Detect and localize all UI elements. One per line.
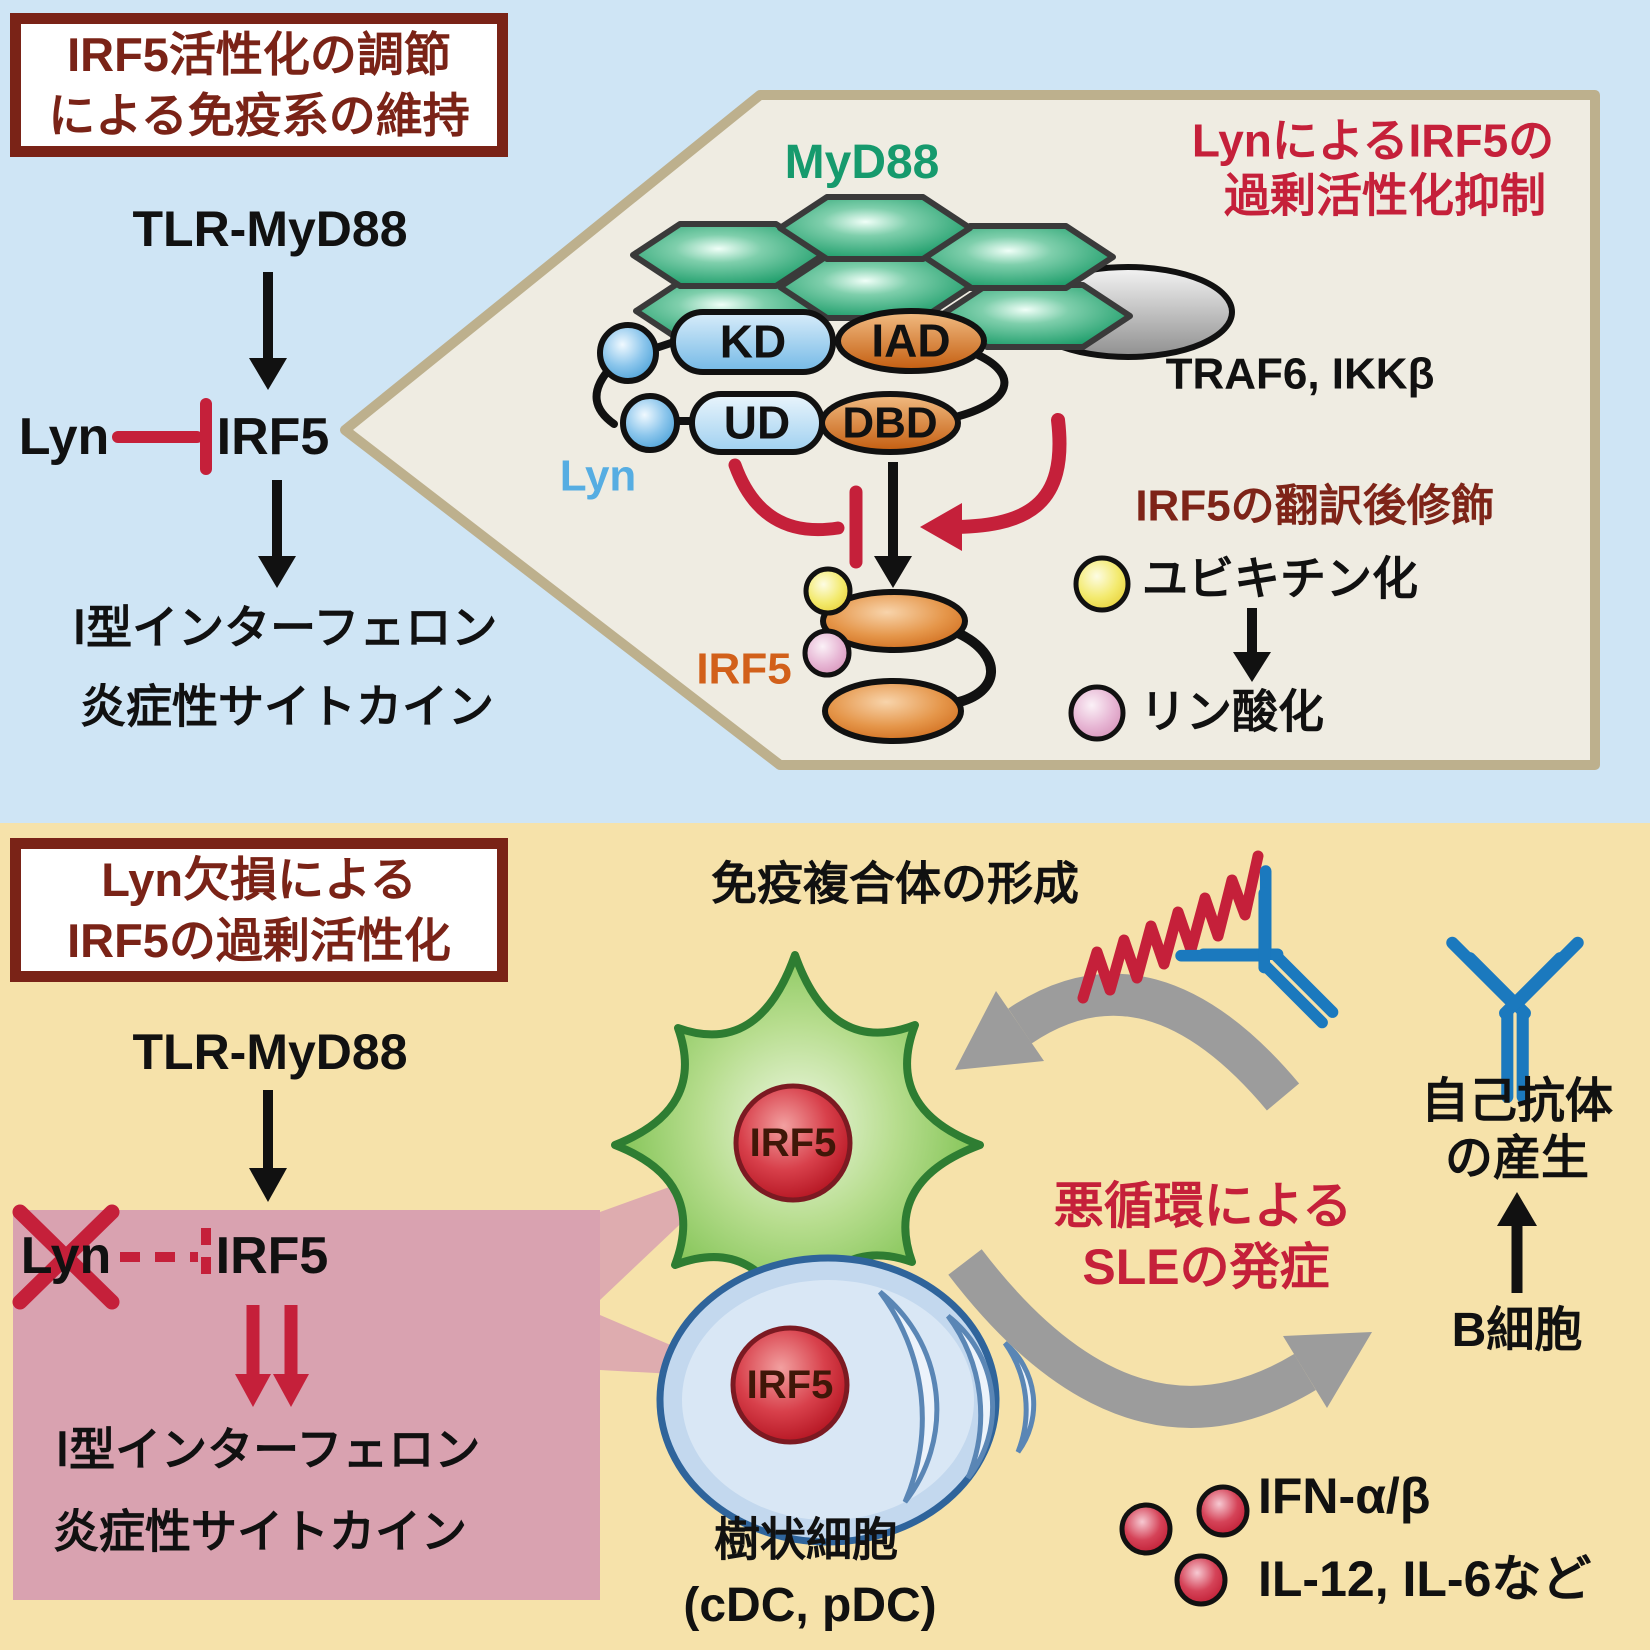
kd-domain-shape [670,309,836,375]
vicious-cycle-label-line2: SLEの発症 [1082,1239,1330,1295]
iad-domain-label: IAD [871,314,951,367]
bcell-arrowhead [1497,1192,1537,1226]
myd88-label: MyD88 [784,136,940,190]
traf6-activation-arrowhead [920,503,962,551]
lyn-label-top: Lyn [18,407,110,466]
b-cell-label: B細胞 [1451,1304,1583,1358]
cytokine-ball [1196,1484,1250,1538]
cycle-arrowhead-bottom [1283,1332,1372,1408]
cytokine-label-top: 炎症性サイトカイン [80,680,494,733]
dc-irf5-ball [733,1083,853,1203]
irf5-dimer-subunit [820,589,968,653]
ifn-cytokine-label: IFN-α/β [1258,1468,1431,1524]
iad-domain-shape [835,308,987,374]
activation-arrowhead [874,556,912,588]
il-cytokine-label: IL-12, IL-6など [1258,1551,1592,1607]
type1-ifn-label-top: Ⅰ型インターフェロン [72,601,498,654]
top-title-line2: による免疫系の維持 [48,89,470,142]
ubiquitination-label: ユビキチン化 [1142,552,1418,605]
lyn-suppression-note-line1: LynによるIRF5の [1191,114,1555,167]
top-title-line1: IRF5活性化の調節 [67,27,451,81]
traf6-activation-arrow [937,413,1067,535]
bottom-title-box: Lyn欠損による IRF5の過剰活性化 [10,838,508,982]
cycle-arrow-top [1008,973,1300,1111]
cycle-arrowhead-top [955,991,1044,1070]
lyn-knockout-x [12,1204,120,1310]
ubiquitin-legend-ball [1073,555,1131,613]
bottom-title-line2: IRF5の過剰活性化 [67,914,451,967]
nucleic-acid-squiggle [1077,850,1264,1004]
antibody-icon [1175,865,1339,1029]
bottom-title-line1: Lyn欠損による [101,852,417,906]
autoantibody-label-line1: 自己抗体 [1420,1075,1614,1129]
ptm-arrowhead [1233,652,1271,682]
traf6-ikkb-label: TRAF6, IKKβ [1165,349,1435,399]
immune-complex-label: 免疫複合体の形成 [711,857,1079,910]
overactivation-highlight-box [13,1210,600,1600]
myd88-hexagon [777,253,973,321]
top-title-box: IRF5活性化の調節 による免疫系の維持 [10,13,508,157]
lyn-cartoon-label: Lyn [559,451,637,501]
pdc-irf5-label: IRF5 [746,1363,834,1407]
phosphorylation-label: リン酸化 [1140,685,1324,738]
lyn-lobe-ball [597,322,659,384]
dendritic-cell-label: 樹状細胞 [714,1513,898,1566]
pdc-irf5-ball [730,1325,850,1445]
irf5-output-arrowhead [258,556,296,588]
tlr-myd88-label-bottom: TLR-MyD88 [132,1024,408,1080]
dbd-domain-label: DBD [842,398,938,448]
ubiquitin-ball [803,566,853,616]
autoantibody-label-line2: の産生 [1444,1132,1590,1186]
lyn-lobe-ball [620,393,680,453]
autoantibody-icon [1446,936,1584,1103]
tlr-arrowhead [249,358,287,390]
phosphate-ball [802,628,852,678]
pdc-er-crescents [878,1290,1037,1504]
irf5-dimer-subunit [822,678,964,744]
irf5-dimer-label: IRF5 [696,644,792,694]
dendritic-cell-sublabel: (cDC, pDC) [683,1579,937,1633]
lyn-suppression-note-line2: 過剰活性化抑制 [1224,169,1546,222]
tlr-arrowhead-bottom [249,1168,287,1202]
irf5-label-bottom: IRF5 [215,1226,329,1285]
dbd-domain-shape [819,391,961,455]
ptm-title-label: IRF5の翻訳後修飾 [1135,481,1495,531]
lyn-inhibition-arrow [728,458,863,569]
cytokine-ball [1119,1502,1173,1556]
cycle-arrow-bottom [948,1249,1316,1428]
phosphate-legend-ball [1068,684,1126,742]
kd-domain-label: KD [719,315,787,368]
hyperactivation-double-arrow [235,1305,309,1407]
type1-ifn-label-bottom: Ⅰ型インターフェロン [55,1423,481,1476]
vicious-cycle-label-line1: 悪循環による [1053,1178,1353,1234]
ud-domain-label: UD [723,396,791,449]
lyn-tbar-inhibition [112,398,212,475]
cytokine-label-bottom: 炎症性サイトカイン [53,1505,467,1558]
irf5-label-top: IRF5 [216,407,330,466]
myd88-hexagon [777,194,973,262]
tlr-myd88-label-top: TLR-MyD88 [132,201,408,257]
dc-irf5-label: IRF5 [749,1121,837,1165]
lyn-dashed-inhibition [120,1228,211,1286]
cytokine-ball [1174,1553,1228,1607]
lyn-label-bottom: Lyn [20,1226,112,1285]
